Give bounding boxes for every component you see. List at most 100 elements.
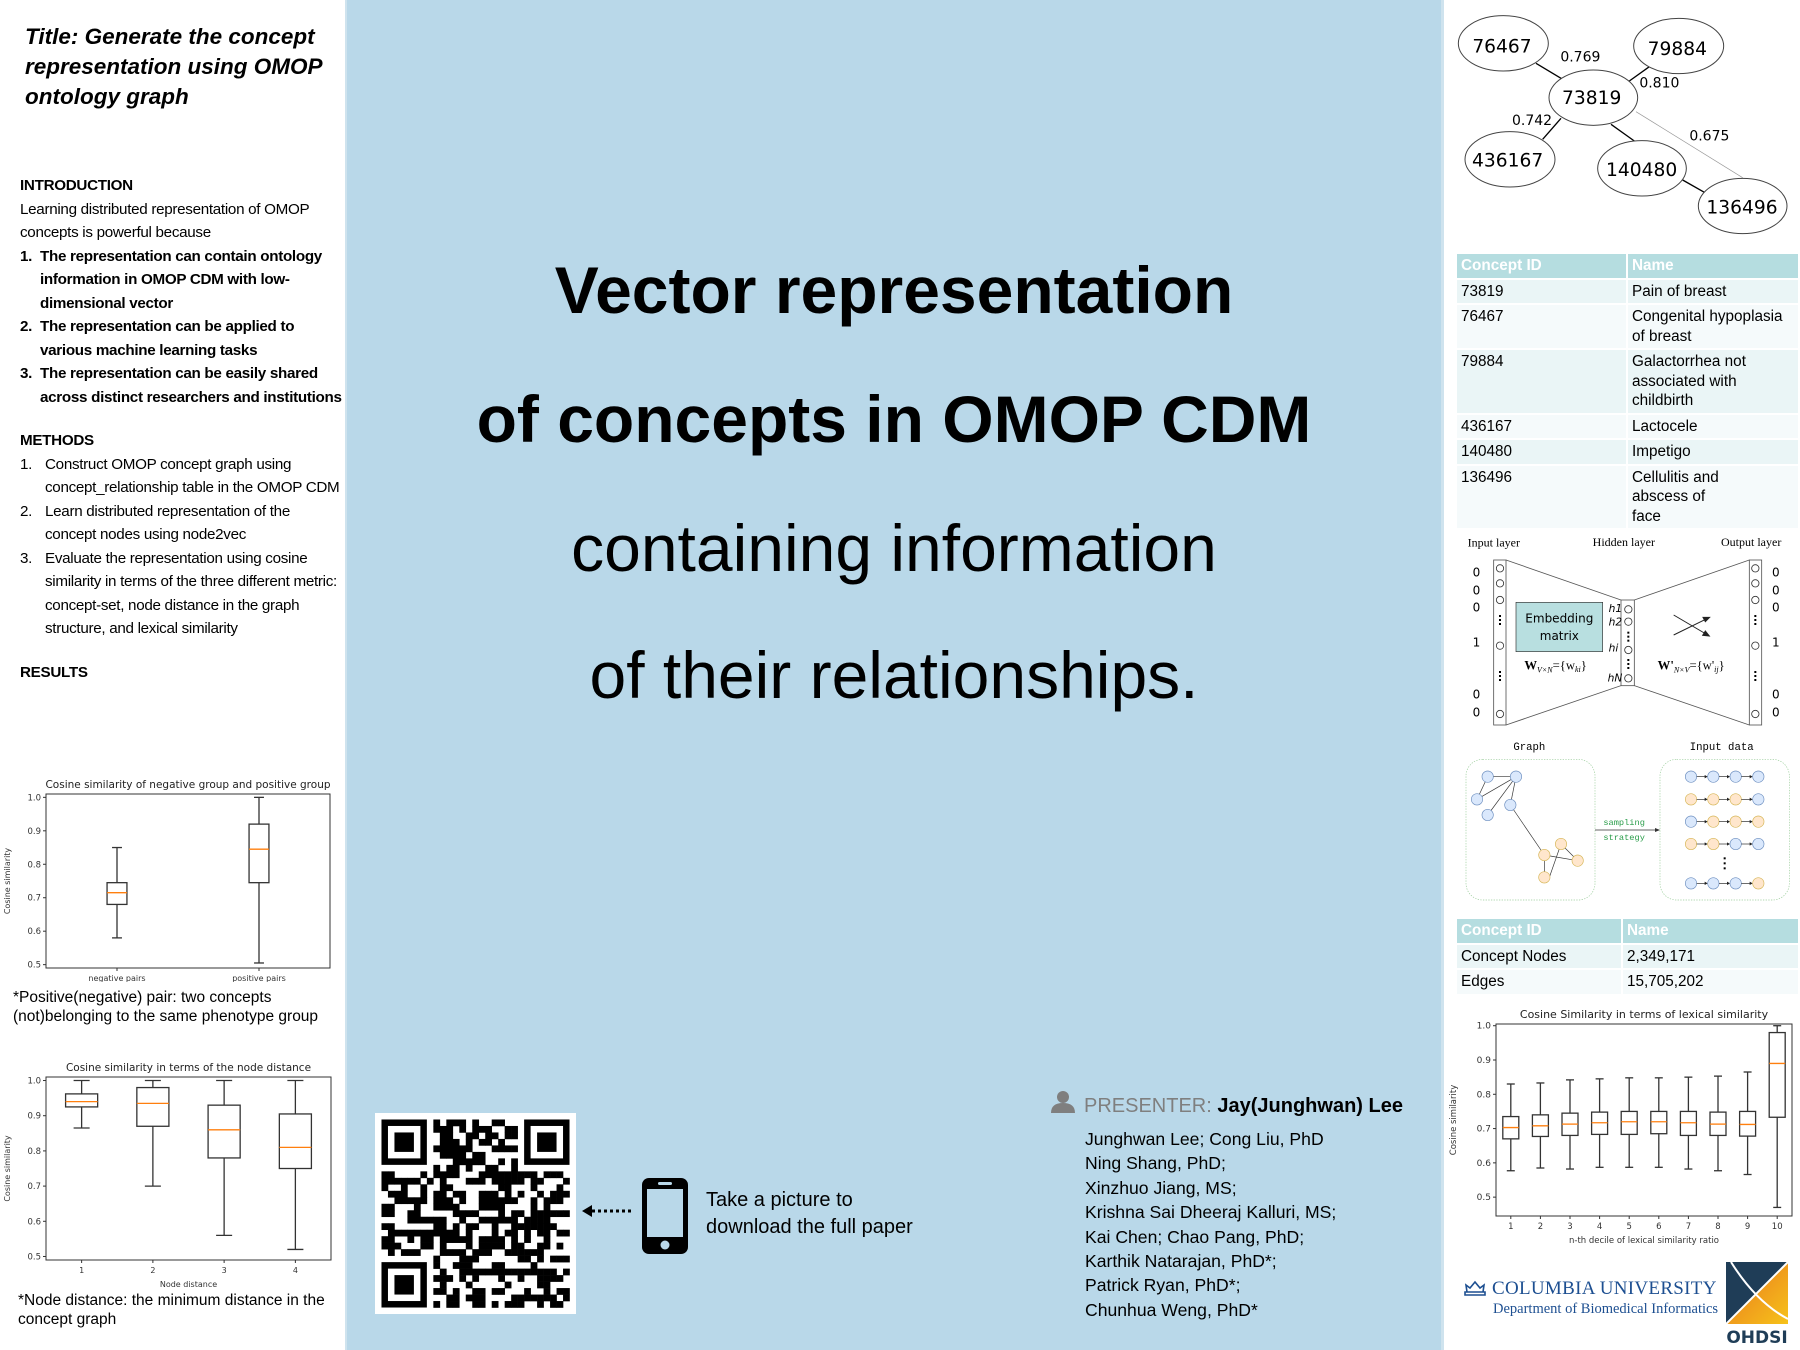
arrow-head (1749, 842, 1753, 846)
cell: Impetigo (1626, 438, 1800, 466)
x-tick-label: 6 (1656, 1222, 1661, 1232)
ellipsis-dot (1627, 639, 1630, 642)
author: Patrick Ryan, PhD*; (1085, 1275, 1241, 1296)
ellipsis-dot (1627, 663, 1630, 665)
walk-node (1729, 838, 1742, 850)
walk-node (1707, 815, 1720, 828)
introduction-heading: INTRODUCTION (20, 177, 133, 194)
left-panel: Title: Generate the concept representati… (0, 0, 347, 1350)
headline-line-4: of their relationships. (589, 638, 1199, 712)
input-neuron (1495, 564, 1505, 573)
column-header: Name (1621, 917, 1800, 945)
box-4 (278, 1079, 313, 1251)
headline-line-1: Vector representation (554, 253, 1234, 327)
y-tick-label: 0.6 (27, 1217, 41, 1227)
list-item: 1.The representation can contain ontolog… (20, 245, 344, 316)
y-tick-label: 0.7 (27, 894, 41, 904)
cell: 73819 (1455, 277, 1628, 305)
presenter-label: PRESENTER: (1084, 1095, 1212, 1117)
edge-weight: 0.810 (1639, 75, 1679, 91)
y-tick-label: 1.0 (27, 793, 41, 803)
box-iqr (248, 823, 270, 884)
graph-edge (1535, 62, 1564, 80)
walk-node (1729, 877, 1742, 890)
output-vector-value: 0 (1772, 706, 1780, 720)
cell: 76467 (1455, 303, 1628, 350)
x-axis-label: n-th decile of lexical similarity ratio (1569, 1236, 1719, 1246)
chart-title: Cosine similarity of negative group and … (45, 779, 330, 791)
node2vec-diagram: Input layer Hidden layer Output layer Em… (1465, 535, 1790, 901)
x-tick-label: 1 (79, 1266, 84, 1275)
arrow-head (1704, 820, 1708, 824)
hidden-neuron (1624, 617, 1633, 626)
cell: 15,705,202 (1621, 968, 1800, 996)
box-1 (1502, 1083, 1520, 1172)
columbia-department: Department of Biomedical Informatics (1493, 1301, 1719, 1317)
graph-node-label: 79884 (1648, 39, 1707, 60)
arrow-head (1727, 881, 1730, 885)
qr-finder-center (394, 1132, 414, 1152)
ellipsis-dot (1627, 667, 1630, 669)
qr-code[interactable] (375, 1113, 576, 1314)
methods-heading: METHODS (20, 432, 94, 449)
cell: 436167 (1455, 412, 1628, 440)
walk-node (1752, 877, 1765, 890)
x-tick-label: 3 (222, 1266, 227, 1275)
walk-node (1707, 793, 1720, 806)
graph-node (1510, 770, 1522, 783)
graph-node (1571, 854, 1584, 867)
arrow-head (1704, 842, 1708, 846)
poster-title: Title: Generate the concept representati… (25, 24, 322, 109)
plot-area (45, 793, 331, 969)
box-7 (1679, 1076, 1698, 1170)
footnote-node-distance: *Node distance: the minimum distance in … (18, 1292, 325, 1328)
person-icon (1051, 1091, 1075, 1113)
qr-finder-center (537, 1132, 557, 1152)
list-item-text: Construct OMOP concept graph using conce… (45, 455, 340, 497)
y-tick-label: 0.8 (27, 860, 41, 870)
graph-node-label: 436167 (1472, 151, 1543, 172)
cell: Galactorrhea not associated with childbi… (1626, 348, 1800, 415)
hidden-neuron (1624, 605, 1633, 614)
qr-finder-center (394, 1275, 414, 1295)
box-iqr (106, 882, 128, 906)
ellipsis-dot (1499, 615, 1501, 617)
graph-edge (1542, 117, 1562, 140)
x-tick-label: 1 (1508, 1222, 1513, 1232)
cross-arrows-icon (1673, 614, 1711, 637)
author: Chunhua Weng, PhD* (1085, 1299, 1258, 1320)
ellipsis-dot (1723, 857, 1726, 860)
qr-finder (381, 1119, 427, 1165)
graph-node (1481, 770, 1494, 783)
x-tick-label: negative pairs (88, 974, 145, 982)
input-neuron (1495, 641, 1505, 650)
box-iqr (1768, 1031, 1786, 1118)
author: Kai Chen; Chao Pang, PhD; (1085, 1226, 1305, 1247)
presenter-name: Jay(Junghwan) Lee (1217, 1095, 1403, 1117)
box-5 (1620, 1077, 1638, 1168)
walk-node (1752, 770, 1765, 783)
input-data-label: Input data (1690, 742, 1755, 754)
graph-node (1471, 793, 1483, 806)
graph-node (1504, 799, 1517, 811)
columbia-crown-icon (1464, 1280, 1486, 1296)
input-vector-value: 0 (1473, 584, 1481, 598)
list-item-text: Learn distributed representation of the … (45, 502, 290, 544)
box-iqr (136, 1086, 170, 1127)
author: Junghwan Lee; Cong Liu, PhD (1085, 1129, 1324, 1149)
ellipsis-dot (1499, 675, 1501, 677)
qr-hint-line: download the full paper (706, 1216, 913, 1238)
cell: Edges (1455, 968, 1623, 996)
list-item: 2.The representation can be applied to v… (20, 315, 344, 362)
hidden-neuron (1624, 674, 1633, 683)
output-neuron (1751, 709, 1760, 719)
walk-node (1707, 877, 1720, 890)
arrow-head (1727, 797, 1730, 801)
embedding-label: Embedding (1525, 612, 1593, 626)
walk-node (1685, 815, 1697, 828)
arrow-head (1749, 820, 1753, 824)
